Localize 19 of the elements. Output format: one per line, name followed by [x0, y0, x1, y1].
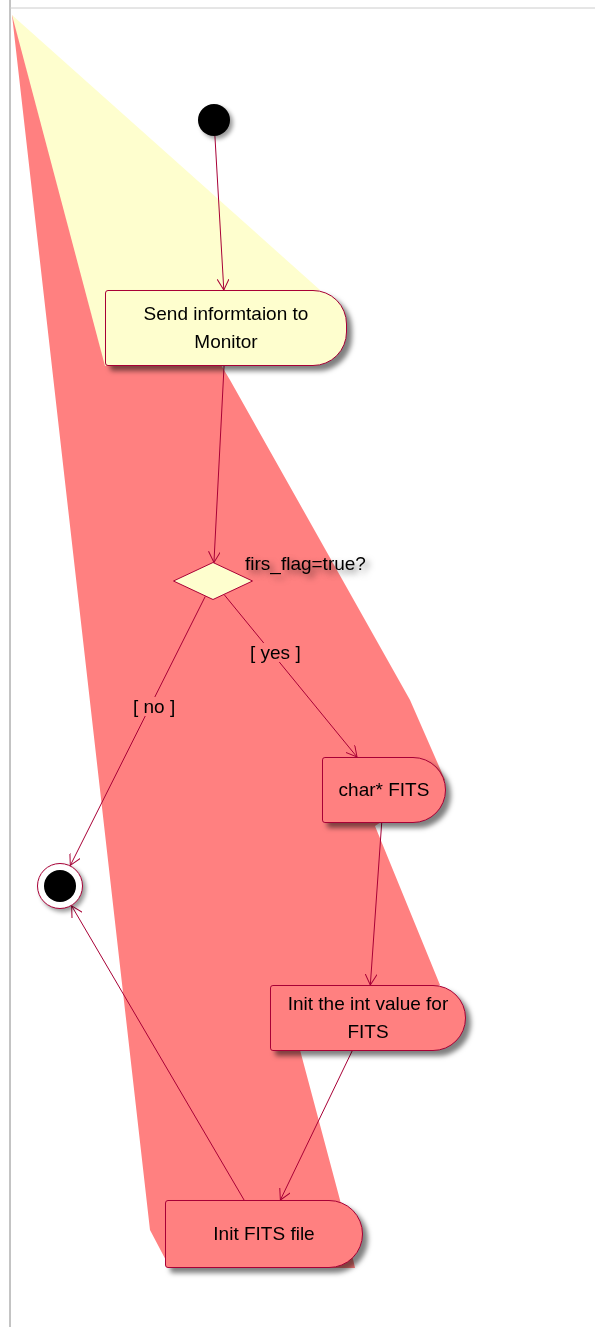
end-node — [37, 863, 83, 909]
activity-text: Send informtaion to Monitor — [142, 302, 310, 354]
arrow — [214, 135, 230, 291]
activity-text: Init the int value for FITS — [286, 992, 450, 1044]
arrow — [71, 905, 245, 1201]
activity-text: Init FITS file — [213, 1222, 315, 1246]
arrow — [208, 365, 225, 563]
arrow — [223, 594, 358, 758]
arrow — [279, 1050, 353, 1201]
activity-box — [105, 290, 347, 366]
activity-box — [322, 757, 446, 823]
condition-label: firs_flag=true? — [245, 554, 366, 573]
arrow — [69, 595, 206, 866]
activity-box — [165, 1200, 363, 1268]
activity-text: char* FITS — [338, 778, 430, 802]
start-node — [198, 104, 230, 136]
edge-label: [ yes ] — [248, 643, 303, 662]
arrow — [364, 822, 383, 986]
activity-box — [270, 985, 466, 1051]
